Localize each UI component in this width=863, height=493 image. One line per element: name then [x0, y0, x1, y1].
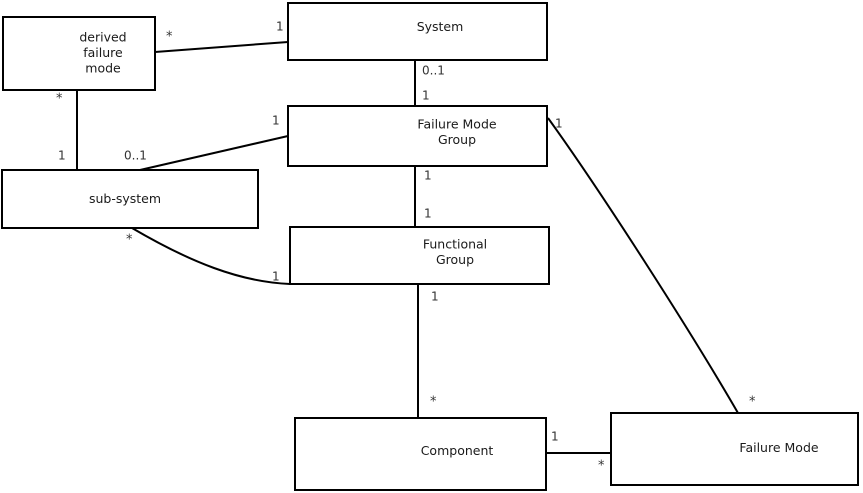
- multiplicity-sub-system--functional-group-to: 1: [272, 270, 280, 284]
- multiplicity-derived-failure-mode--sub-system-to: 1: [58, 149, 66, 163]
- class-box-system[interactable]: System: [287, 2, 548, 61]
- multiplicity-derived-failure-mode--sub-system-from: *: [56, 92, 63, 107]
- association-failure-mode-group--failure-mode: [547, 117, 739, 414]
- class-label-failure-mode: Failure Mode: [739, 440, 818, 455]
- multiplicity-failure-mode-group--failure-mode-from: 1: [555, 117, 563, 131]
- class-label-component: Component: [421, 443, 494, 458]
- class-box-component[interactable]: Component: [294, 417, 547, 491]
- class-box-outline-system: [287, 2, 548, 61]
- class-box-outline-component: [294, 417, 547, 491]
- association-derived-failure-mode--system: [154, 41, 289, 53]
- multiplicity-functional-group--component-to: *: [430, 395, 437, 410]
- multiplicity-system--failure-mode-group-from: 0..1: [422, 64, 445, 78]
- association-links-layer: [76, 41, 739, 454]
- multiplicity-sub-system--failure-mode-group-to: 1: [272, 114, 280, 128]
- multiplicity-labels-layer: * 1 0..1 1 * 1 0..1 1 1 1 * 1 1 * 1 * 1 *: [56, 20, 756, 474]
- class-box-outline-derived-failure-mode: [2, 16, 156, 91]
- class-box-outline-sub-system: [1, 169, 259, 229]
- multiplicity-sub-system--failure-mode-group-from: 0..1: [124, 149, 147, 163]
- class-label-sub-system: sub-system: [89, 191, 161, 206]
- association-sub-system--failure-mode-group: [139, 135, 289, 171]
- class-box-sub-system[interactable]: sub-system: [1, 169, 259, 229]
- class-box-outline-failure-mode-group: [287, 105, 548, 167]
- multiplicity-component--failure-mode-from: 1: [551, 430, 559, 444]
- multiplicity-component--failure-mode-to: *: [598, 459, 605, 474]
- multiplicity-system--failure-mode-group-to: 1: [422, 89, 430, 103]
- multiplicity-derived-failure-mode--system-from: *: [166, 30, 173, 45]
- multiplicity-sub-system--functional-group-from: *: [126, 233, 133, 248]
- class-box-failure-mode[interactable]: Failure Mode: [610, 412, 859, 486]
- multiplicity-failure-mode-group--functional-group-from: 1: [424, 169, 432, 183]
- multiplicity-failure-mode-group--failure-mode-to: *: [749, 395, 756, 410]
- class-box-outline-functional-group: [289, 226, 550, 285]
- multiplicity-derived-failure-mode--system-to: 1: [276, 20, 284, 34]
- association-sub-system--functional-group: [131, 227, 291, 285]
- class-box-outline-failure-mode: [610, 412, 859, 486]
- class-label-system: System: [417, 19, 464, 34]
- multiplicity-functional-group--component-from: 1: [431, 290, 439, 304]
- multiplicity-failure-mode-group--functional-group-to: 1: [424, 207, 432, 221]
